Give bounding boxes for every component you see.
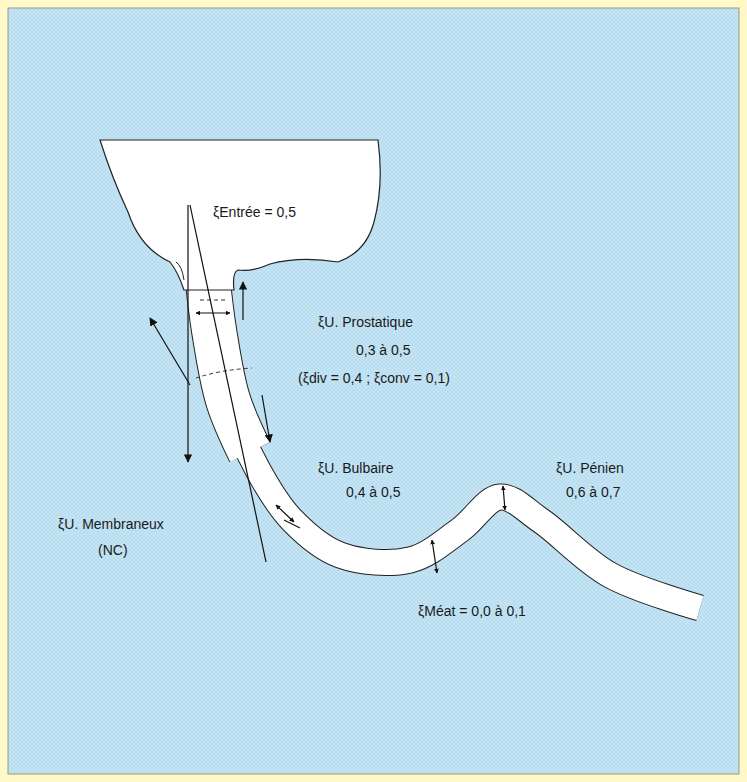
- urethra-lumen: [210, 282, 700, 608]
- coefficient-label: 0,3 à 0,5: [356, 342, 411, 358]
- background-panel: [8, 8, 739, 774]
- coefficient-label: 0,4 à 0,5: [346, 484, 401, 500]
- urethra-wall: [210, 282, 700, 608]
- urethra-tube: [208, 282, 700, 608]
- coefficient-label: (ξdiv = 0,4 ; ξconv = 0,1): [298, 370, 450, 386]
- coefficient-label: ξMéat = 0,0 à 0,1: [418, 603, 526, 619]
- coefficient-label: ξU. Bulbaire: [318, 460, 394, 476]
- coefficient-label: (NC): [98, 542, 128, 558]
- bladder-neck: [176, 262, 184, 280]
- leader-lines: [150, 205, 505, 573]
- coefficient-label: ξEntrée = 0,5: [213, 204, 296, 220]
- coefficient-label: 0,6 à 0,7: [566, 484, 621, 500]
- coefficient-label: ξU. Membraneux: [58, 516, 164, 532]
- bladder: [100, 140, 380, 290]
- coefficient-label: ξU. Prostatique: [318, 314, 413, 330]
- coefficient-label: ξU. Pénien: [556, 460, 624, 476]
